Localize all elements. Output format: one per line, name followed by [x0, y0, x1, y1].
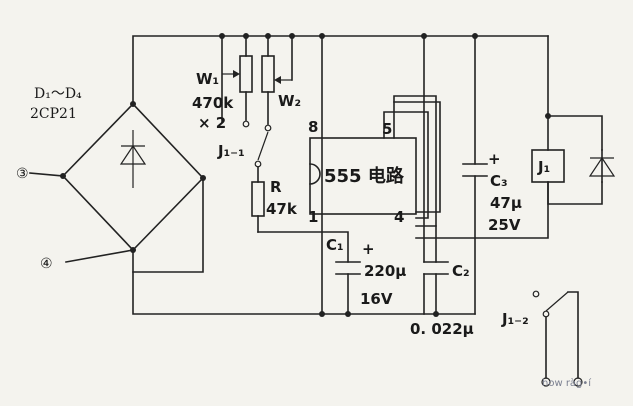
w1-value-label: 470k	[192, 94, 234, 112]
c1-voltage-label: 16V	[360, 290, 393, 308]
ic-label: 555 电路	[324, 165, 405, 187]
pin-5-label: 5	[382, 120, 392, 138]
ic-555	[309, 137, 417, 215]
w2-potentiometer	[261, 55, 275, 93]
pin-4-label: 4	[394, 208, 404, 226]
relay-label: J₁	[537, 158, 550, 176]
resistor-label: R	[270, 178, 282, 196]
c2-value-label: 0. 022μ	[410, 320, 474, 338]
c3-plus-label: +	[488, 150, 501, 168]
w1-qty-label: × 2	[198, 114, 226, 132]
resistor-r	[251, 181, 265, 217]
j1-2-label: J₁₋₂	[501, 310, 529, 328]
relay-contact-j1-2	[532, 290, 583, 387]
c3-label: C₃	[490, 172, 508, 190]
capacitor-c2	[423, 261, 449, 275]
pin-1-label: 1	[308, 208, 318, 226]
j1-1-label: J₁₋₁	[217, 142, 245, 160]
resistor-value-label: 47k	[266, 200, 298, 218]
c3-voltage-label: 25V	[488, 216, 521, 234]
terminal-4-label: ④	[40, 256, 53, 272]
w1-label: W₁	[196, 70, 219, 88]
bridge-title-label: D₁～D₄	[34, 86, 82, 102]
wiring	[132, 33, 603, 317]
c1-label: C₁	[326, 236, 344, 254]
flyback-diode	[588, 149, 616, 183]
c3-value-label: 47μ	[490, 194, 522, 212]
pin-8-label: 8	[308, 118, 318, 136]
w2-label: W₂	[278, 92, 301, 110]
relay-coil-j1	[531, 149, 565, 183]
w1-potentiometer	[239, 55, 253, 93]
bridge-rectifier	[29, 101, 206, 263]
terminal-3-label: ③	[16, 166, 29, 182]
watermark-text: how ràg•í	[542, 377, 592, 389]
capacitor-c3	[462, 163, 488, 177]
c1-value-label: 220μ	[364, 262, 406, 280]
c1-plus-label: +	[362, 240, 375, 258]
c2-label: C₂	[452, 262, 470, 280]
capacitor-c1	[335, 261, 361, 275]
bridge-part-label: 2CP21	[30, 106, 77, 122]
